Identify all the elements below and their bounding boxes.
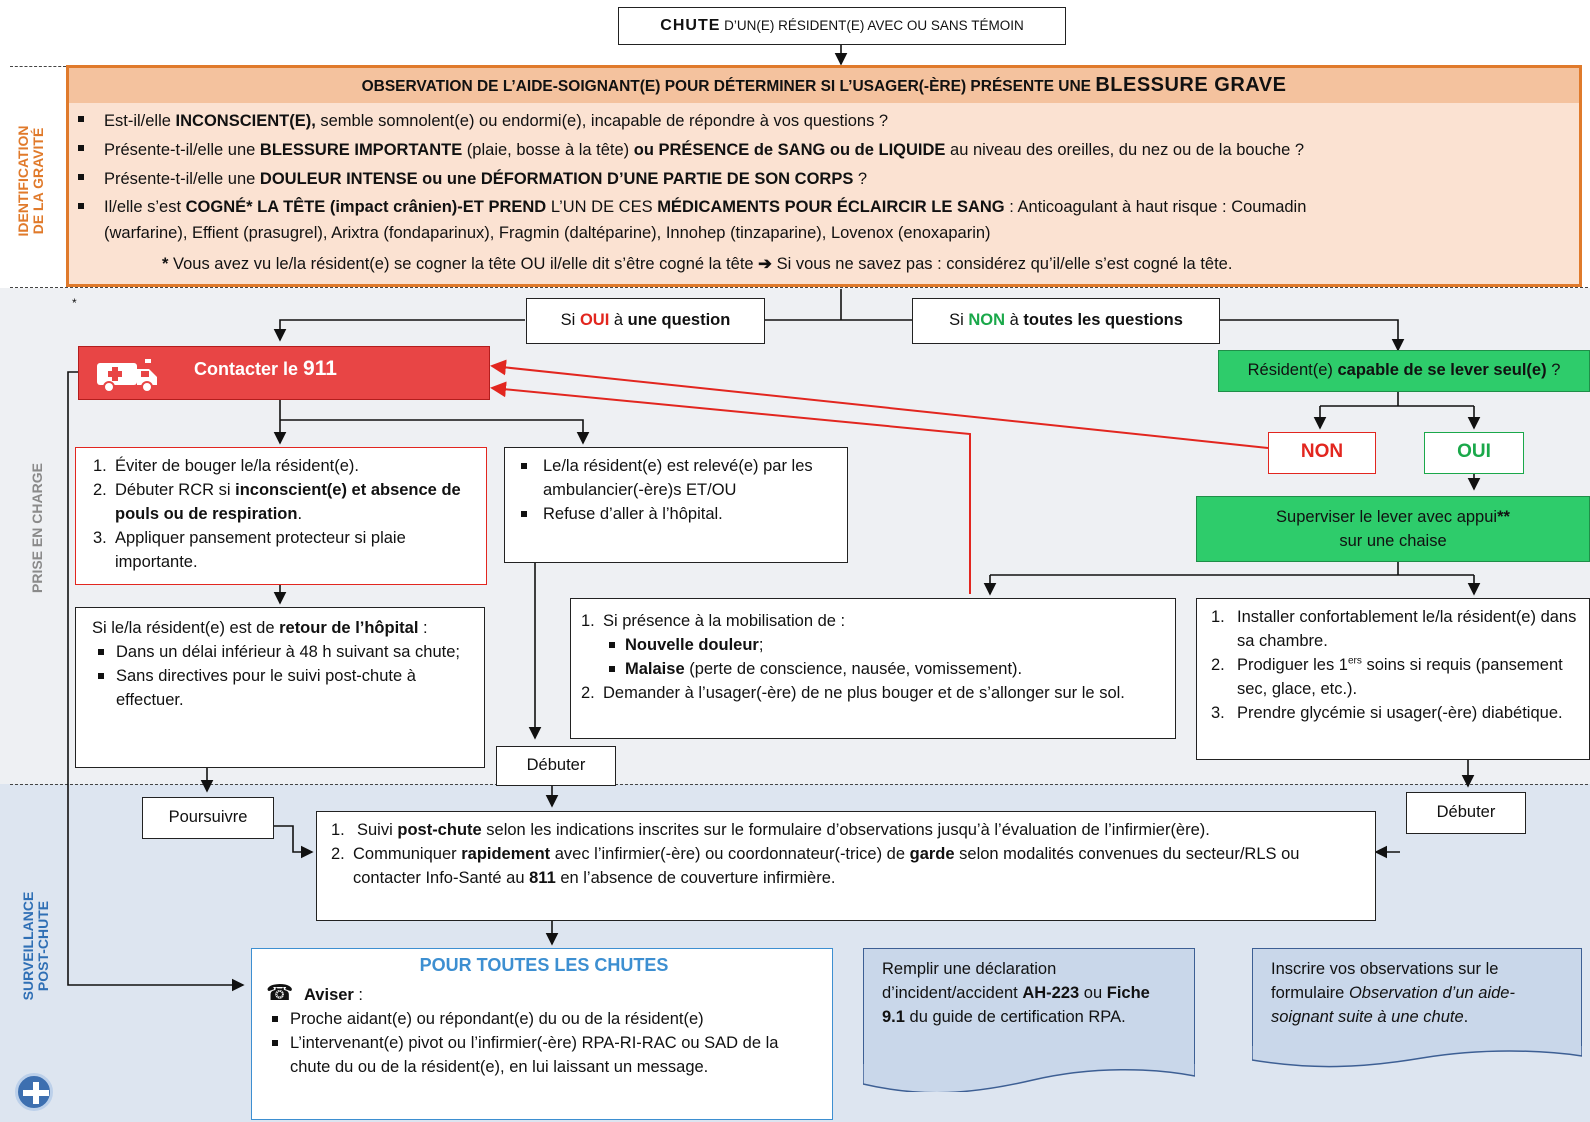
step-rcr: 2.Débuter RCR si inconscient(e) et absen…	[93, 481, 461, 523]
installer-box: 1.Installer confortablement le/la réside…	[1196, 598, 1590, 760]
presence-box: 1.Si présence à la mobilisation de : Nou…	[570, 598, 1176, 739]
plus-circle-icon	[15, 1073, 53, 1111]
chute-box: CHUTE D’UN(E) RÉSIDENT(E) AVEC OU SANS T…	[618, 7, 1066, 45]
branch-oui: Si OUI à une question	[526, 298, 765, 344]
superviser-box: Superviser le lever avec appui**sur une …	[1196, 496, 1590, 562]
telephone-icon: ☎	[266, 980, 294, 1005]
retour-item-48h: Dans un délai inférieur à 48 h suivant s…	[92, 640, 472, 664]
presence-item: 1.Si présence à la mobilisation de : Nou…	[581, 609, 1163, 681]
poursuivre-box: Poursuivre	[142, 797, 274, 839]
observations-document-wave	[1252, 1046, 1582, 1068]
contact-911-label: Contacter le 911	[194, 357, 337, 380]
oui-box: OUI	[1424, 432, 1524, 474]
question-tete: Il/elle s’est COGNÉ* LA TÊTE (impact crâ…	[72, 194, 1572, 221]
contact-911-box: Contacter le 911	[78, 346, 490, 400]
malaise: Malaise (perte de conscience, nausée, vo…	[603, 657, 1163, 681]
observation-questions: Est-il/elle INCONSCIENT(E), semble somno…	[72, 107, 1572, 221]
question-inconscient: Est-il/elle INCONSCIENT(E), semble somno…	[72, 107, 1572, 136]
observations-document: Inscrire vos observations sur le formula…	[1252, 948, 1582, 1048]
branch-non: Si NON à toutes les questions	[912, 298, 1220, 344]
section-divider	[10, 66, 66, 67]
non-box: NON	[1268, 432, 1376, 474]
suivi-box: 1.Suivi post-chute selon les indications…	[316, 811, 1376, 921]
ambulance-icon	[95, 357, 161, 393]
step-pansement: 3.Appliquer pansement protecteur si plai…	[93, 529, 406, 571]
first-aid-steps: 1.Éviter de bouger le/la résident(e). 2.…	[75, 447, 487, 585]
toutes-chutes-box: POUR TOUTES LES CHUTES ☎ Aviser : Proche…	[251, 948, 833, 1120]
observation-body: Est-il/elle INCONSCIENT(E), semble somno…	[68, 103, 1580, 285]
question-tete-cont: (warfarine), Effient (prasugrel), Arixtr…	[104, 224, 991, 242]
debuter-box-left: Débuter	[496, 746, 616, 786]
section-divider	[10, 287, 1588, 288]
aviser-proche: Proche aidant(e) ou répondant(e) du ou d…	[266, 1007, 822, 1031]
observation-frame	[66, 65, 1582, 287]
capable-box: Résident(e) capable de se lever seul(e) …	[1218, 350, 1590, 392]
allonger-item: 2.Demander à l’usager(-ère) de ne plus b…	[581, 684, 1125, 702]
aviser-intervenant: L’intervenant(e) pivot ou l’infirmier(-è…	[266, 1031, 822, 1079]
asterisk-mark: *	[72, 296, 77, 310]
refuse-item: Refuse d’aller à l’hôpital.	[515, 502, 837, 526]
installer-item: 1.Installer confortablement le/la réside…	[1211, 608, 1577, 650]
releve-box: Le/la résident(e) est relevé(e) par les …	[504, 447, 848, 563]
releve-item: Le/la résident(e) est relevé(e) par les …	[515, 454, 837, 502]
step-eviter: 1.Éviter de bouger le/la résident(e).	[93, 457, 359, 475]
declaration-document: Remplir une déclaration d’incident/accid…	[863, 948, 1195, 1066]
suivi-post-chute: 1.Suivi post-chute selon les indications…	[331, 821, 1210, 839]
nouvelle-douleur: Nouvelle douleur;	[603, 633, 1163, 657]
soins-item: 2.Prodiguer les 1ers soins si requis (pa…	[1211, 655, 1563, 698]
retour-item-directives: Sans directives pour le suivi post-chute…	[92, 664, 472, 712]
note-cogne: * Vous avez vu le/la résident(e) se cogn…	[162, 255, 1233, 273]
section-divider	[10, 784, 1588, 785]
retour-hopital-box: Si le/la résident(e) est de retour de l’…	[75, 607, 485, 768]
communiquer-item: 2.Communiquer rapidement avec l’infirmie…	[331, 845, 1300, 887]
debuter-box-right: Débuter	[1406, 792, 1526, 834]
declaration-document-wave	[863, 1064, 1195, 1092]
question-douleur: Présente-t-il/elle une DOULEUR INTENSE o…	[72, 165, 1572, 194]
aviser-line: ☎ Aviser :	[266, 980, 364, 1005]
observation-title: OBSERVATION DE L’AIDE-SOIGNANT(E) POUR D…	[68, 67, 1580, 104]
glycemie-item: 3.Prendre glycémie si usager(-ère) diabé…	[1211, 704, 1563, 722]
toutes-chutes-title: POUR TOUTES LES CHUTES	[419, 955, 669, 975]
question-blessure: Présente-t-il/elle une BLESSURE IMPORTAN…	[72, 136, 1572, 165]
